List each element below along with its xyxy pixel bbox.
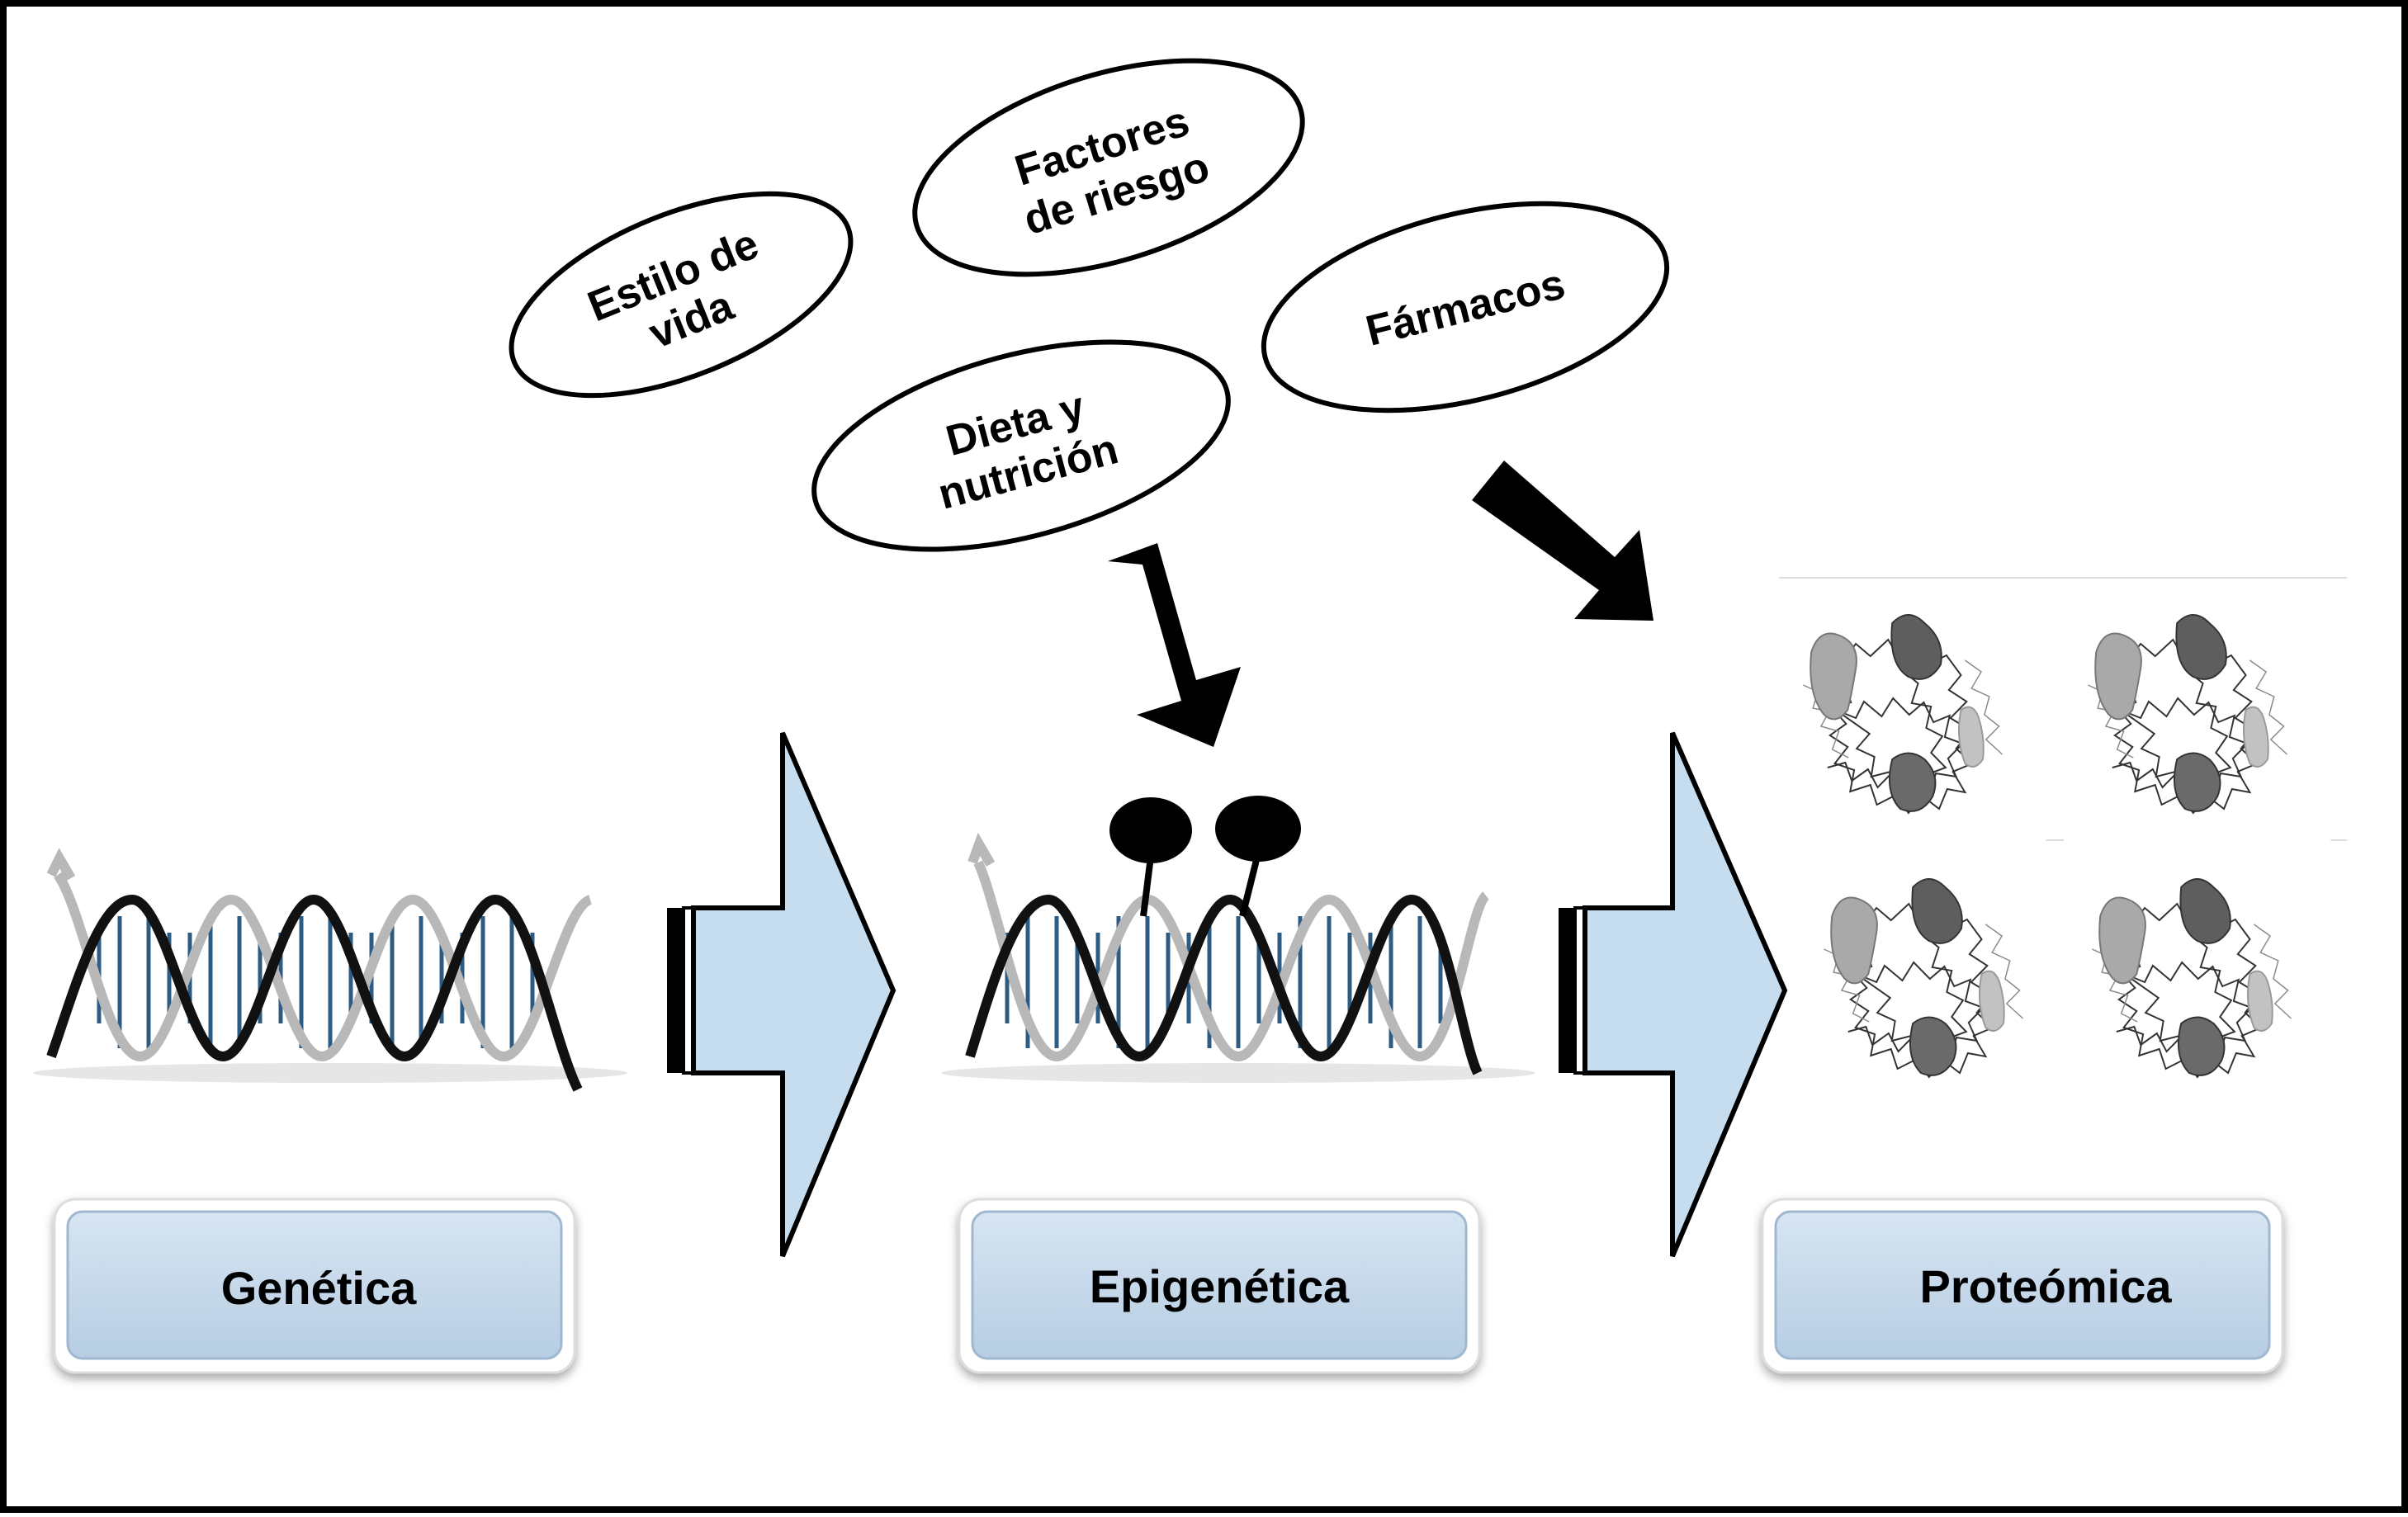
- process-arrow-1: [667, 731, 896, 1258]
- influence-dieta: Dieta y nutrición: [811, 339, 1231, 552]
- arrow-to-epigenetica: [1108, 543, 1241, 747]
- stage-genetica-label: Genética: [221, 1262, 417, 1314]
- methyl-marks-icon: [1109, 796, 1301, 917]
- stage-genetica: Genética: [53, 1198, 576, 1374]
- stage-proteomica: Proteómica: [1761, 1198, 2284, 1374]
- dna-helix-genetica: [33, 848, 627, 1092]
- influence-factores: Factores de riesgo: [912, 58, 1305, 277]
- stage-proteomica-label: Proteómica: [1920, 1260, 2173, 1312]
- stage-epigenetica: Epigenética: [958, 1198, 1481, 1374]
- dna-helix-epigenetica: [941, 796, 1535, 1083]
- influence-farmacos: Fármacos: [1261, 201, 1670, 414]
- arrow-to-proteomica: [1472, 461, 1653, 621]
- protein-structure-icon: [1778, 577, 2347, 1107]
- stage-epigenetica-label: Epigenética: [1090, 1260, 1350, 1312]
- influence-estilo: Estilo de vida: [509, 191, 854, 399]
- process-arrow-2: [1559, 731, 1788, 1258]
